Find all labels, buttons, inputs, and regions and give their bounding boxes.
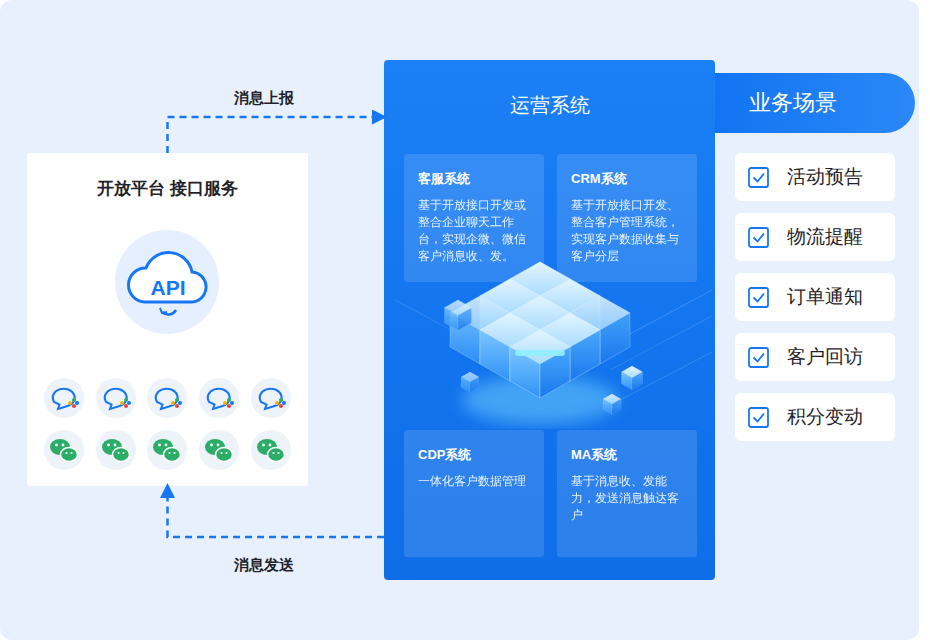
subsystem-description: 基于开放接口开发、整合客户管理系统，实现客户数据收集与客户分层 xyxy=(571,197,685,265)
platform-title: 开放平台 接口服务 xyxy=(27,177,308,200)
subsystem-title: CDP系统 xyxy=(418,446,532,464)
subsystem-box: CDP系统一体化客户数据管理 xyxy=(404,430,544,557)
scenario-item: 订单通知 xyxy=(735,273,895,321)
edge-label: 消息上报 xyxy=(234,89,294,108)
scenario-band: 业务场景 xyxy=(715,73,915,133)
subsystem-description: 一体化客户数据管理 xyxy=(418,473,532,490)
cube-illustration xyxy=(395,262,712,424)
subsystem-title: 客服系统 xyxy=(418,170,532,188)
band-title: 业务场景 xyxy=(749,88,837,118)
subsystem-title: MA系统 xyxy=(571,446,685,464)
api-text: API xyxy=(150,276,185,300)
scenario-text: 客户回访 xyxy=(787,344,863,370)
scenario-item: 客户回访 xyxy=(735,333,895,381)
dashed-arrow xyxy=(168,486,385,537)
dashed-arrow xyxy=(168,117,385,153)
subsystem-title: CRM系统 xyxy=(571,170,685,188)
subsystem-description: 基于开放接口开发或整合企业聊天工作台，实现企微、微信客户消息收、发。 xyxy=(418,197,532,265)
scenario-text: 物流提醒 xyxy=(787,224,863,250)
scenario-item: 积分变动 xyxy=(735,393,895,441)
scenario-item: 活动预告 xyxy=(735,153,895,201)
subsystem-box: CRM系统基于开放接口开发、整合客户管理系统，实现客户数据收集与客户分层 xyxy=(557,154,697,282)
scenario-text: 积分变动 xyxy=(787,404,863,430)
platform-box: 开放平台 接口服务 xyxy=(27,153,308,486)
subsystem-box: 客服系统基于开放接口开发或整合企业聊天工作台，实现企微、微信客户消息收、发。 xyxy=(404,154,544,282)
checkbox-icons xyxy=(749,168,768,427)
system-panel: 运营系统客服系统基于开放接口开发或整合企业聊天工作台，实现企微、微信客户消息收、… xyxy=(384,60,715,580)
edge-label: 消息发送 xyxy=(234,556,294,575)
scenario-text: 活动预告 xyxy=(787,164,863,190)
scenario-item: 物流提醒 xyxy=(735,213,895,261)
wecom-icon-row xyxy=(44,378,291,418)
subsystem-description: 基于消息收、发能力，发送消息触达客户 xyxy=(571,473,685,524)
panel-title: 运营系统 xyxy=(384,92,715,119)
api-cloud-icon xyxy=(115,230,219,334)
subsystem-box: MA系统基于消息收、发能力，发送消息触达客户 xyxy=(557,430,697,557)
scenario-text: 订单通知 xyxy=(787,284,863,310)
wechat-icon-row xyxy=(44,430,291,470)
